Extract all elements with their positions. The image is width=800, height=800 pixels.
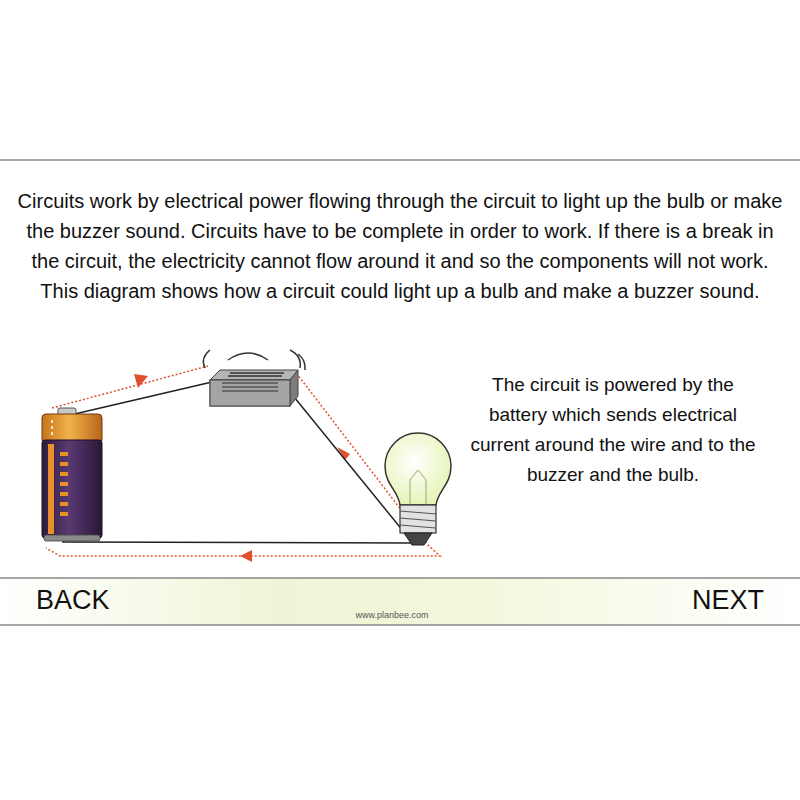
back-button: BACK bbox=[36, 584, 110, 616]
current-arrow bbox=[134, 374, 350, 562]
intro-paragraph: Circuits work by electrical power flowin… bbox=[15, 186, 785, 306]
sound-waves bbox=[203, 350, 305, 370]
frame-line bbox=[0, 624, 800, 626]
frame-line bbox=[0, 577, 800, 579]
next-button: NEXT bbox=[692, 584, 764, 616]
battery bbox=[42, 408, 102, 541]
frame-line bbox=[0, 159, 800, 161]
explanation-text: The circuit is powered by the battery wh… bbox=[468, 370, 758, 490]
website-watermark: www.planbee.com bbox=[355, 609, 428, 621]
nav-bar bbox=[0, 578, 800, 625]
buzzer bbox=[203, 350, 305, 406]
current-path bbox=[46, 366, 440, 556]
light-bulb bbox=[385, 433, 451, 545]
